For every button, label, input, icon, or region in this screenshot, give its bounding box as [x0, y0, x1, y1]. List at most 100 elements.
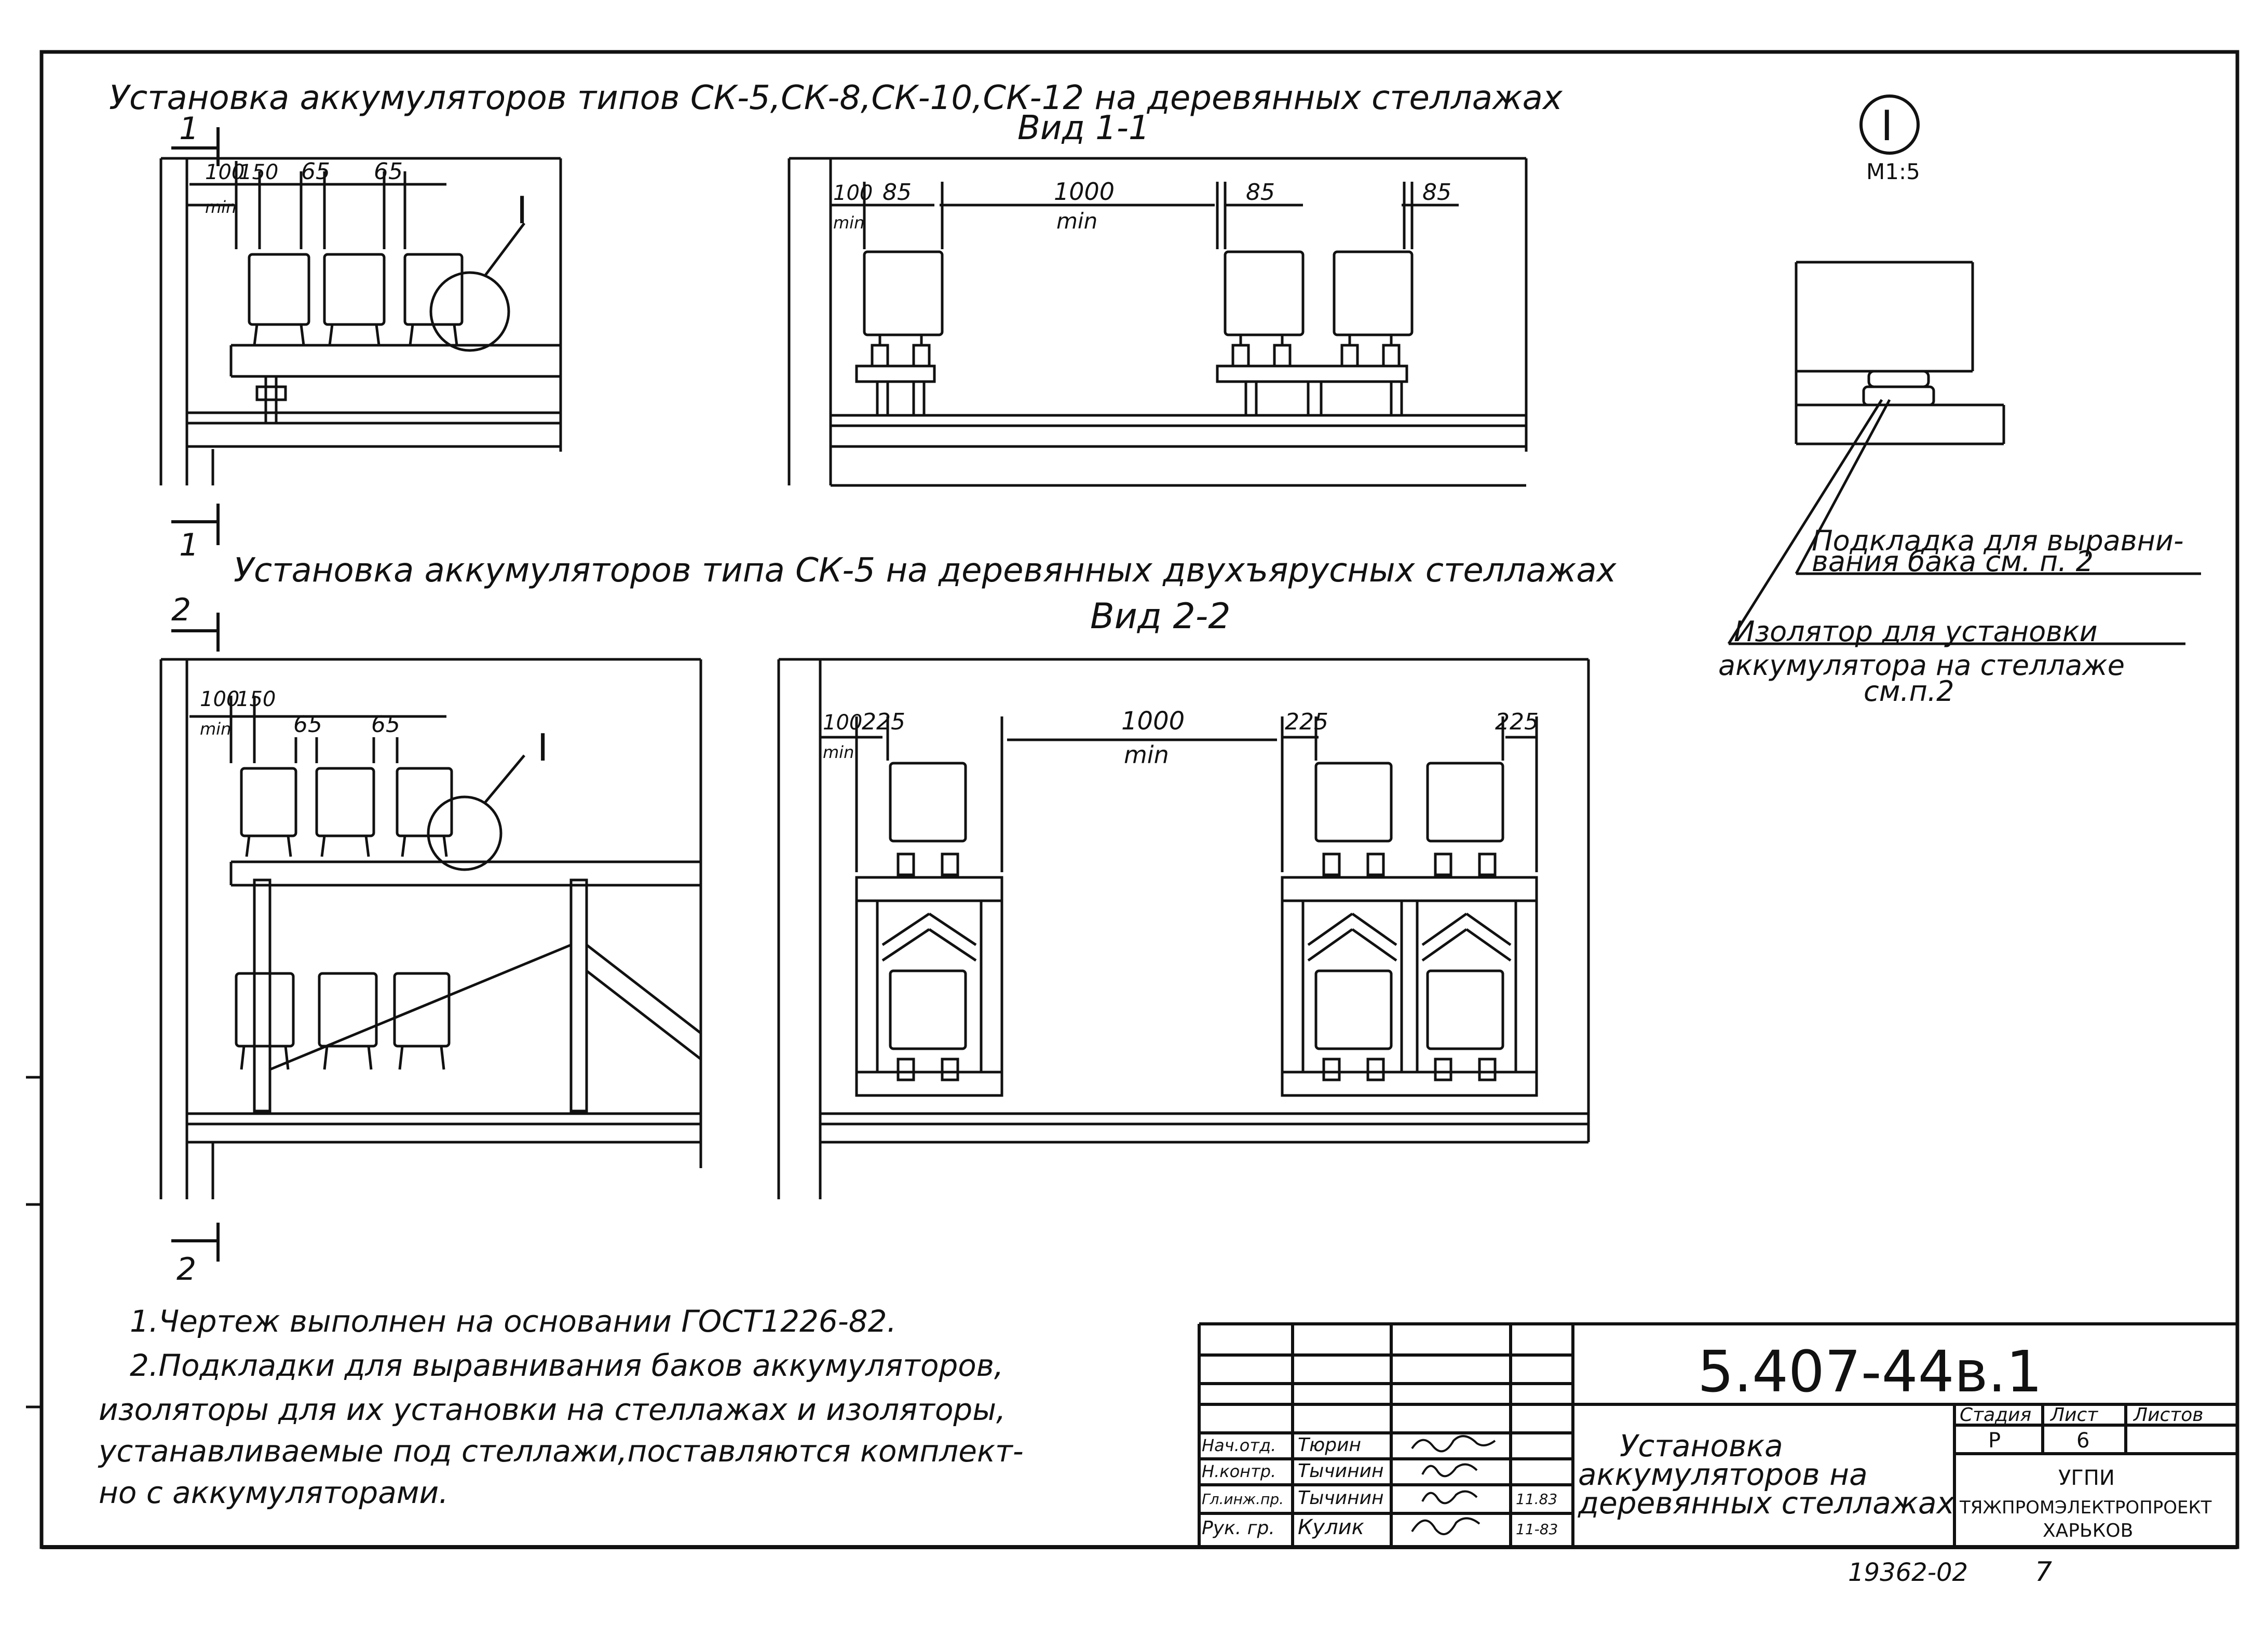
battery	[1426, 762, 1504, 843]
doc-code: 5.407-44в.1	[1697, 1338, 2042, 1405]
section-mark-1-bottom	[171, 504, 220, 545]
battery	[1314, 762, 1393, 843]
signer-name-2: Тычинин	[1298, 1460, 1384, 1482]
battery	[315, 767, 375, 837]
detail-circle	[429, 271, 510, 352]
signer-role-1: Нач.отд.	[1202, 1436, 1276, 1455]
battery	[889, 969, 967, 1050]
view2-right-dim-1000: 1000	[1121, 707, 1185, 736]
view1-left-dim-65a: 65	[301, 158, 330, 185]
battery	[240, 767, 297, 837]
view2-heading: Установка аккумуляторов типа СК-5 на дер…	[234, 551, 1617, 590]
view1-right-dim-1000: 1000	[1054, 178, 1115, 206]
section-mark-2-top	[171, 613, 220, 652]
view1-right-elevation	[787, 157, 1528, 487]
signer-role-2: Н.контр.	[1202, 1461, 1276, 1481]
view1-label: Вид 1-1	[1017, 109, 1150, 147]
detail-shim-note-2: вания бака см. п. 2	[1812, 545, 2094, 578]
view1-left-dim-150: 150	[239, 160, 278, 184]
battery	[393, 972, 451, 1048]
battery	[863, 250, 944, 336]
note-2-line-3: устанавливаемые под стеллажи,поставляютс…	[98, 1433, 1024, 1469]
section-mark-1-bottom-label: 1	[179, 527, 199, 563]
sheet-label: Лист	[2049, 1404, 2098, 1426]
inventory-number: 19362-02	[1848, 1558, 1968, 1587]
view1-left-section	[159, 157, 562, 485]
view2-left-dim-65b: 65	[371, 711, 400, 738]
view2-left-section	[159, 658, 702, 1199]
signer-name-1: Тюрин	[1298, 1434, 1361, 1456]
stamp-title-line-3: деревянных стеллажах	[1578, 1485, 1955, 1521]
view1-right-dim-85a: 85	[882, 179, 912, 206]
battery	[323, 253, 386, 326]
view2-right-dim-1000-min: min	[1124, 741, 1169, 769]
section-mark-2-top-label: 2	[171, 592, 191, 628]
detail-insulator-note-1: Изолятор для установки	[1734, 615, 2098, 648]
view1-right-dim-100: 100	[833, 181, 873, 205]
battery	[396, 767, 453, 837]
view2-right-elevation	[777, 658, 1590, 1199]
battery	[248, 253, 310, 326]
battery	[1224, 250, 1305, 336]
stamp-title-line-2: аккумуляторов на	[1578, 1457, 1868, 1492]
view1-left-dim-100: 100	[205, 160, 245, 184]
view1-left-dim-min: min	[205, 197, 236, 217]
stage-value: Р	[1988, 1429, 2001, 1453]
view1-right-dim-85b: 85	[1246, 179, 1275, 206]
note-2-line-1: 2.Подкладки для выравнивания баков аккум…	[130, 1348, 1003, 1383]
section-mark-2-bottom-label: 2	[176, 1251, 196, 1288]
section-mark-1-top-label: 1	[179, 111, 199, 147]
view2-right-dim-225c: 225	[1495, 709, 1539, 735]
view1-right-dim-min: min	[833, 213, 864, 233]
signer-role-3: Гл.инж.пр.	[1202, 1491, 1284, 1508]
sheet-value: 6	[2076, 1429, 2089, 1453]
section-mark-2-bottom	[171, 1223, 220, 1262]
signer-date-3: 11.83	[1516, 1491, 1557, 1508]
view1-right-dim-85c: 85	[1422, 179, 1451, 206]
battery	[1333, 250, 1414, 336]
battery	[235, 972, 295, 1048]
view2-left-dim-min: min	[200, 719, 231, 739]
battery	[1314, 969, 1393, 1050]
note-2-line-4: но с аккумуляторами.	[99, 1475, 449, 1510]
view2-right-dim-min: min	[823, 742, 854, 762]
signer-role-4: Рук. гр.	[1202, 1518, 1275, 1539]
sheets-label: Листов	[2133, 1404, 2203, 1426]
battery	[1426, 969, 1504, 1050]
title-block	[1198, 1322, 2237, 1547]
org-line-3: ХАРЬКОВ	[2043, 1520, 2133, 1541]
org-line-2: ТЯЖПРОМЭЛЕКТРОПРОЕКТ	[1959, 1497, 2212, 1518]
page-number: 7	[2035, 1556, 2052, 1588]
view2-left-dim-100: 100	[200, 687, 239, 711]
battery	[403, 253, 464, 326]
signer-name-4: Кулик	[1298, 1515, 1364, 1539]
signatures	[1411, 1435, 1496, 1536]
detail-callout-label: I	[1881, 102, 1893, 150]
stamp-title-line-1: Установка	[1620, 1428, 1783, 1464]
view1-left-callout-I: I	[517, 188, 527, 232]
detail-circle	[427, 795, 503, 871]
view2-left-dim-150: 150	[236, 687, 276, 711]
org-line-1: УГПИ	[2058, 1466, 2115, 1490]
detail-drawing	[1727, 261, 2201, 645]
signer-date-4: 11-83	[1516, 1521, 1558, 1538]
note-2-line-2: изоляторы для их установки на стеллажах …	[99, 1392, 1006, 1427]
view1-left-dim-65b: 65	[374, 158, 403, 185]
detail-callout-circle	[1859, 94, 1920, 155]
view2-right-dim-225b: 225	[1285, 709, 1328, 735]
view1-heading: Установка аккумуляторов типов СК-5,СК-8,…	[109, 79, 1563, 117]
detail-insulator-note-3: см.п.2	[1864, 675, 1954, 708]
view2-left-dim-65a: 65	[293, 711, 322, 738]
view1-right-dim-1000-min: min	[1056, 208, 1097, 234]
battery	[318, 972, 378, 1048]
detail-insulator-note-2: аккумулятора на стеллаже	[1718, 649, 2125, 682]
view2-right-dim-225a: 225	[862, 709, 905, 735]
view2-right-dim-100: 100	[823, 711, 862, 735]
stage-label: Стадия	[1960, 1404, 2031, 1426]
note-1: 1.Чертеж выполнен на основании ГОСТ1226-…	[130, 1304, 897, 1339]
view2-label: Вид 2-2	[1090, 596, 1231, 637]
view2-left-callout-I: I	[537, 726, 548, 769]
detail-shim-note-1: Подкладка для выравни-	[1812, 524, 2183, 557]
battery	[889, 762, 967, 843]
